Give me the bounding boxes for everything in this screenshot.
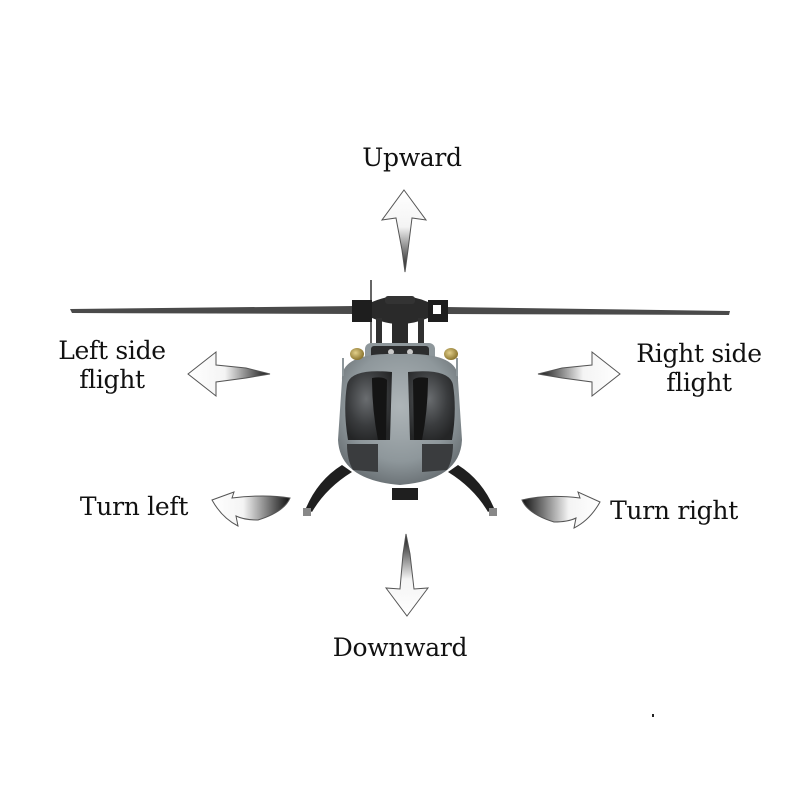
curved-arrow-right-icon [521,491,601,529]
fuselage [338,343,462,500]
arrow-up-icon [380,189,428,273]
label-upward: Upward [362,143,462,172]
stray-dot [652,714,654,717]
landing-skids [303,465,497,516]
curved-arrow-left-icon [211,491,291,527]
arrow-left-icon [187,350,271,398]
arrow-down-icon [384,533,430,617]
label-left-side-line1: Left side [58,336,166,365]
label-right-side-flight: Right side flight [626,339,772,397]
label-turn-right: Turn right [610,496,738,525]
label-downward: Downward [332,633,468,662]
label-right-side-line1: Right side [636,339,762,368]
main-rotor [70,280,730,350]
label-left-side-flight: Left side flight [44,336,180,394]
label-turn-left: Turn left [79,492,189,521]
label-left-side-line2: flight [79,365,145,394]
arrow-right-icon [537,350,621,398]
label-right-side-line2: flight [666,368,732,397]
